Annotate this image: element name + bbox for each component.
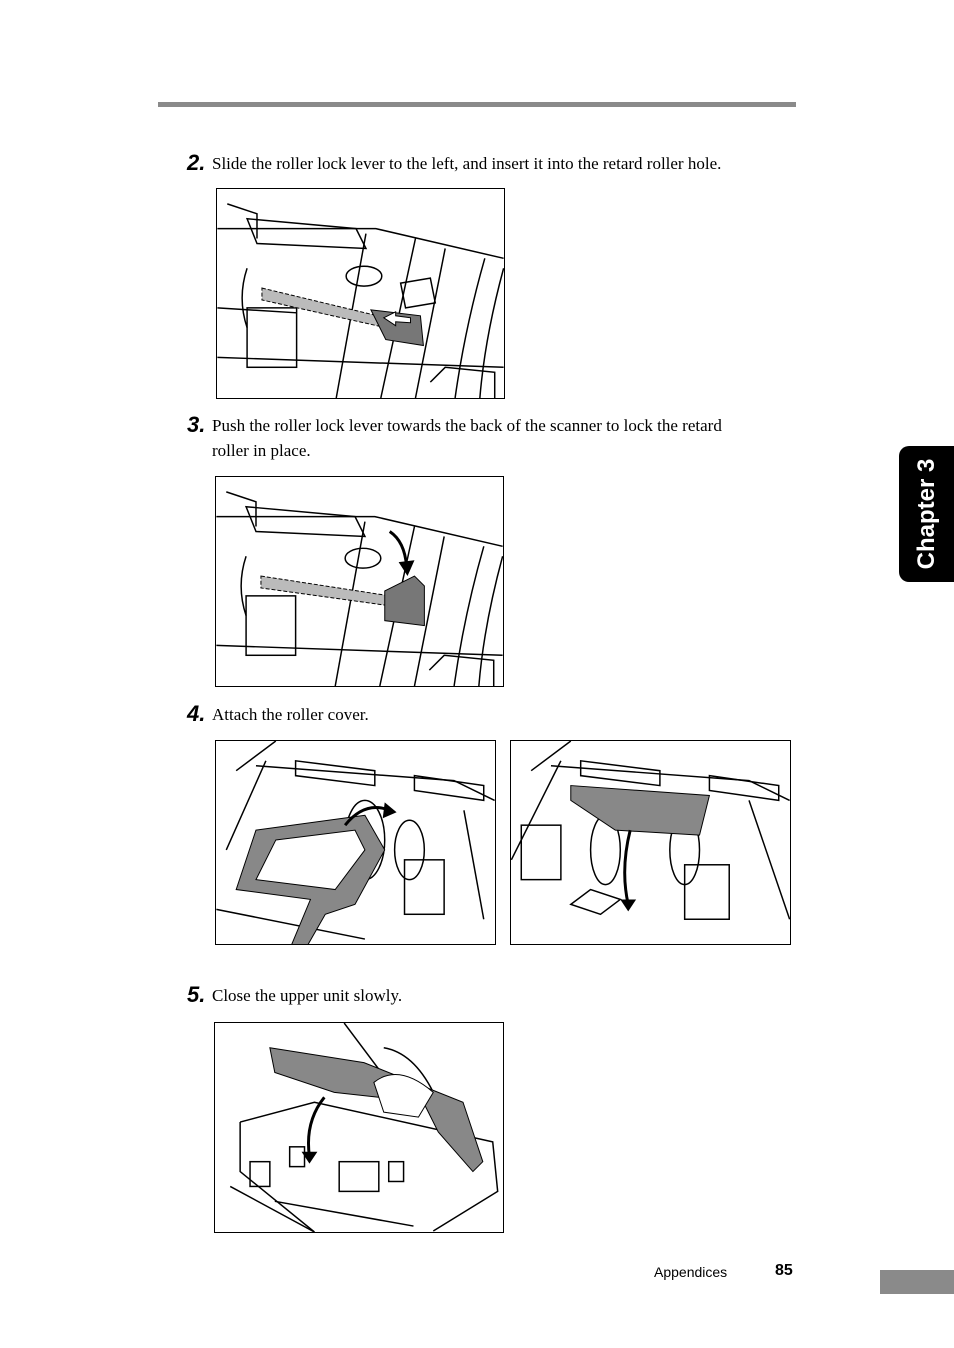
roller-cover-attach-illustration — [511, 741, 790, 920]
step-5-number: 5. — [187, 982, 206, 1007]
scanner-close-illustration — [229, 1023, 499, 1232]
figure-push-lever — [215, 476, 504, 687]
footer-section-name: Appendices — [654, 1264, 728, 1280]
header-rule — [158, 102, 796, 107]
scanner-lock-illustration — [216, 491, 503, 686]
page-number: 85 — [775, 1262, 793, 1279]
step-3-number: 3. — [187, 412, 206, 437]
chapter-tab-label: Chapter 3 — [912, 458, 940, 570]
step-2-number: 2. — [187, 150, 206, 175]
step-4-text: Attach the roller cover. — [212, 705, 369, 724]
scanner-lever-illustration — [217, 203, 504, 398]
step-5-text: Close the upper unit slowly. — [212, 986, 403, 1005]
figure-attach-cover-right — [510, 740, 791, 945]
step-2-text: Slide the roller lock lever to the left,… — [212, 154, 722, 173]
step-3-text-line1: Push the roller lock lever towards the b… — [212, 416, 722, 435]
footer-bar — [880, 1270, 954, 1294]
chapter-tab: Chapter 3 — [899, 446, 954, 582]
figure-slide-lever — [216, 188, 505, 399]
figure-close-upper-unit — [214, 1022, 504, 1233]
figure-attach-cover-left — [215, 740, 496, 945]
step-3-text-line2: roller in place. — [212, 441, 311, 460]
step-4-number: 4. — [187, 701, 206, 726]
roller-cover-lift-illustration — [216, 741, 495, 944]
